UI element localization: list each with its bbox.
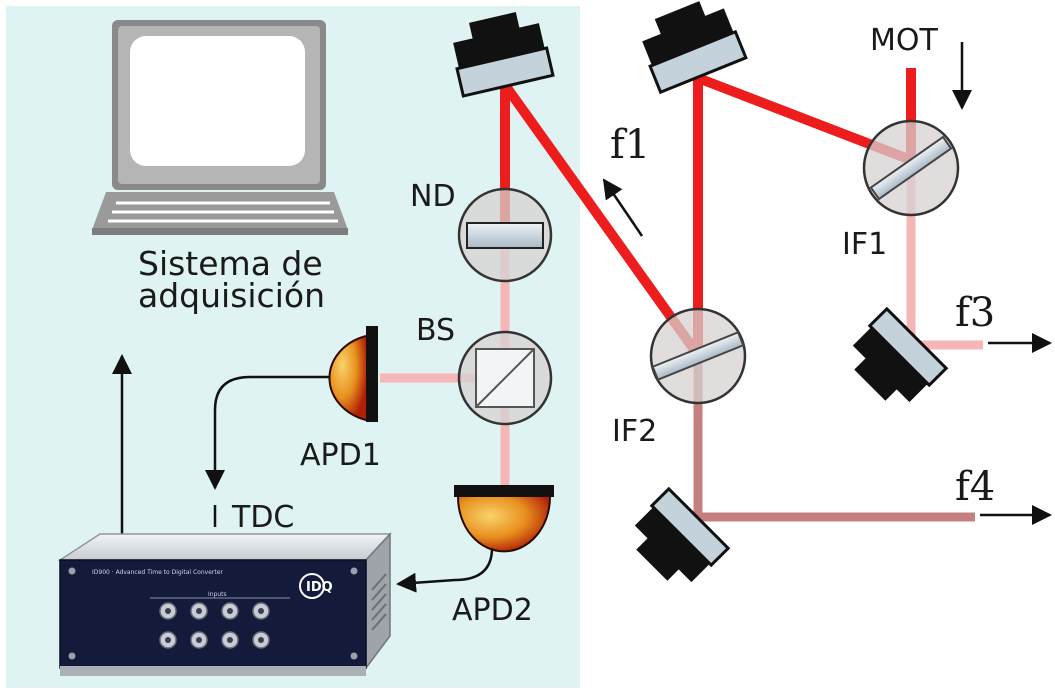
mirror-top-left (453, 12, 555, 98)
nd-filter (457, 187, 553, 283)
if2-filter (649, 307, 747, 405)
f1-arrow (602, 178, 644, 237)
apd1-to-tdc-cable (205, 375, 330, 490)
f3-label: f3 (955, 290, 995, 336)
nd-label: ND (410, 179, 456, 214)
computer-icon (92, 20, 348, 235)
system-label-line1: Sistema de (138, 244, 323, 283)
tdc-device-title: ID900 · Advanced Time to Digital Convert… (92, 569, 223, 576)
tdc-label: TDC (231, 500, 294, 535)
bs-label: BS (416, 313, 455, 348)
if1-label: IF1 (842, 227, 887, 262)
mot-label: MOT (870, 23, 938, 58)
if1-filter (862, 119, 960, 217)
beam-splitter (457, 330, 553, 426)
apd1-label: APD1 (300, 438, 381, 473)
mirror-right (852, 306, 949, 403)
mirror-top-center (642, 1, 748, 95)
system-label-line2: adquisición (138, 276, 325, 315)
apd2-detector (454, 485, 554, 553)
if2-label: IF2 (612, 414, 657, 449)
tdc-inputs-label: Inputs (208, 591, 227, 598)
f1-label: f1 (610, 122, 650, 168)
mirror-bottom-center (634, 486, 731, 583)
apd2-to-tdc-cable (396, 547, 494, 593)
apd1-detector (328, 326, 378, 422)
apd2-label: APD2 (452, 593, 533, 628)
tdc-device (57, 532, 392, 676)
f4-label: f4 (955, 464, 995, 510)
idq-logo: IDQ (306, 580, 333, 595)
